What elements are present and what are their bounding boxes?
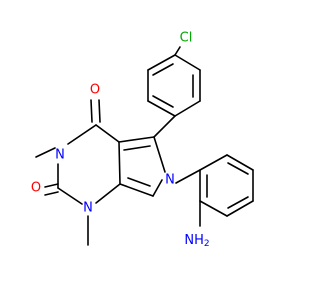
amine-nh-text: NH (184, 233, 204, 248)
bond-layer (35, 46, 254, 246)
chlorine-label: Cl (180, 31, 193, 46)
amine-label: NH2 (184, 233, 209, 250)
amine-subscript: 2 (204, 239, 210, 249)
atom-label-layer: Cl O O N N N NH2 (31, 31, 210, 250)
ring-nitrogen-top-label: N (55, 148, 65, 163)
chemical-structure-diagram: Cl O O N N N NH2 (31, 31, 254, 250)
ring-nitrogen-bottom-label: N (83, 201, 93, 216)
oxygen-left-label: O (31, 181, 41, 196)
pyrrole-nitrogen-label: N (165, 173, 175, 188)
oxygen-top-label: O (90, 83, 100, 98)
